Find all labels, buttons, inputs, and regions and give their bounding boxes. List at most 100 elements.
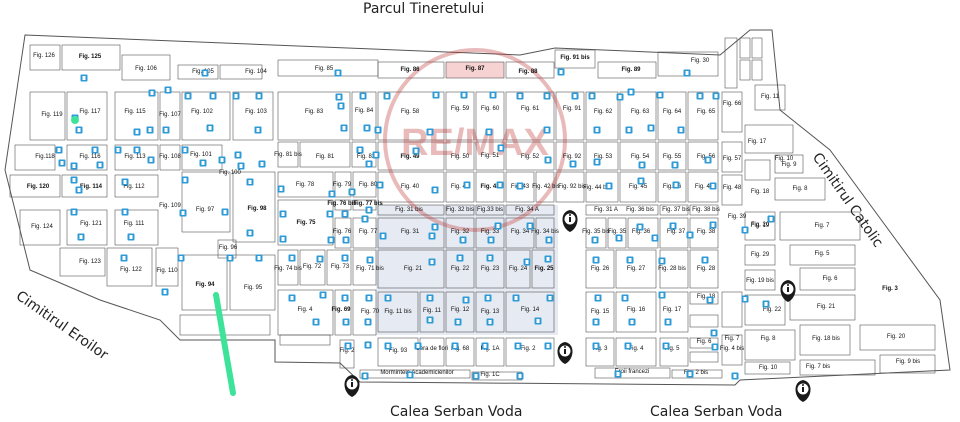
info-pin-icon[interactable] — [795, 380, 811, 402]
grave-marker-icon — [636, 223, 644, 231]
grave-marker-icon — [148, 89, 156, 97]
grave-marker-icon — [592, 256, 600, 264]
grave-marker-icon — [592, 318, 600, 326]
plot-label: Fig. 126 — [33, 53, 55, 59]
plot-label: Fig. 20 — [887, 334, 906, 340]
grave-marker-icon — [365, 206, 373, 214]
plot-label: Fig. 77 bis — [353, 201, 383, 207]
plot-label: Fig. 44 bis — [583, 185, 611, 191]
grave-marker-icon — [486, 318, 494, 326]
grave-marker-icon — [374, 126, 382, 134]
plot-label: Fig. 57 — [723, 156, 742, 162]
plot-label: Fig. 106 — [135, 66, 157, 72]
grave-marker-icon — [361, 215, 369, 223]
grave-marker-icon — [221, 208, 229, 216]
grave-marker-icon — [432, 91, 440, 99]
grave-marker-icon — [255, 92, 263, 100]
grave-marker-icon — [704, 156, 712, 164]
grave-marker-icon — [627, 88, 635, 96]
plot-label: Fig. 89 — [621, 67, 641, 73]
grave-marker-icon — [557, 68, 565, 76]
street-label-south-1: Calea Serban Voda — [390, 404, 523, 420]
grave-marker-icon — [516, 92, 524, 100]
watermark-text: RE/MAX — [401, 122, 549, 164]
grave-marker-icon — [379, 232, 387, 240]
grave-marker-icon — [484, 294, 492, 302]
plot-label: Fig. 16 — [627, 307, 646, 313]
grave-marker-icon — [77, 233, 85, 241]
grave-marker-icon — [181, 176, 189, 184]
grave-marker-icon — [451, 342, 459, 350]
grave-marker-icon — [365, 160, 373, 168]
grave-marker-icon — [359, 92, 367, 100]
grave-marker-icon — [177, 254, 185, 262]
plot-label: Fig. 87 — [465, 66, 485, 72]
grave-marker-icon — [258, 160, 266, 168]
plot-label: Fig. 77 — [359, 229, 378, 235]
grave-marker-icon — [593, 126, 601, 134]
grave-marker-icon — [226, 254, 234, 262]
plot-label: Fig. 73 — [331, 264, 350, 270]
grave-marker-icon — [701, 256, 709, 264]
grave-marker-icon — [133, 128, 141, 136]
grave-marker-icon — [246, 178, 254, 186]
grave-marker-icon — [234, 151, 242, 159]
grave-marker-icon — [616, 93, 624, 101]
plot-label: Fig. 36 bis — [626, 207, 654, 213]
grave-marker-icon — [366, 256, 374, 264]
grave-marker-icon — [161, 288, 169, 296]
plot-label: Fig. 97 — [196, 207, 215, 213]
info-pin-icon[interactable] — [344, 375, 360, 397]
plot-label: Fig. 22 — [763, 307, 782, 313]
plot-label: Fig. 50 — [451, 154, 470, 160]
grave-marker-icon — [426, 294, 434, 302]
grave-marker-icon — [344, 342, 352, 350]
grave-marker-icon — [326, 210, 334, 218]
plot-label: Fig. 88 — [518, 69, 538, 75]
grave-marker-icon — [384, 294, 392, 302]
grave-marker-icon — [741, 226, 749, 234]
grave-marker-icon — [342, 236, 350, 244]
grave-marker-icon — [75, 186, 83, 194]
grave-marker-icon — [625, 126, 633, 134]
grave-marker-icon — [710, 329, 718, 337]
grave-marker-icon — [658, 257, 666, 265]
plot-label: Fig. 2 — [520, 346, 536, 352]
plot-label: Fig. 66 — [723, 101, 742, 107]
plot-label: Fig. 19 bis — [746, 278, 774, 284]
plot-label: Fig. 109 — [159, 203, 181, 209]
street-label-south-2: Calea Serban Voda — [650, 404, 783, 420]
plot-label: Fig. 102 — [191, 109, 213, 115]
plot-label: Fig. 113 — [124, 154, 146, 160]
grave-marker-icon — [546, 294, 554, 302]
plot-label: Fig. 7 — [814, 223, 830, 229]
grave-marker-icon — [626, 256, 634, 264]
plot-label: Fig. 75 — [296, 220, 316, 226]
grave-marker-icon — [316, 255, 324, 263]
grave-marker-icon — [485, 128, 493, 136]
plot-label: Fig. 81 — [316, 154, 335, 160]
plot-label: Fig. 11 — [761, 94, 780, 100]
plot-label: Fig. 20 — [751, 222, 770, 228]
plot-label: Fig. 2 bis — [684, 370, 708, 376]
plot-label: Eroii francezi — [615, 369, 650, 375]
grave-marker-icon — [496, 181, 504, 189]
grave-marker-icon — [534, 317, 542, 325]
grave-marker-icon — [121, 208, 129, 216]
grave-marker-icon — [671, 161, 679, 169]
plot-label: Fig. 5 — [664, 346, 680, 352]
grave-marker-icon — [456, 254, 464, 262]
grave-marker-icon — [459, 236, 467, 244]
grave-marker-icon — [489, 91, 497, 99]
grave-marker-icon — [341, 294, 349, 302]
grave-marker-icon — [372, 151, 380, 159]
grave-marker-icon — [526, 222, 534, 230]
grave-marker-icon — [364, 318, 372, 326]
plot-label: Fig. 4 — [297, 307, 313, 313]
plot-label: Fig. 17 — [663, 307, 682, 313]
grave-marker-icon — [288, 294, 296, 302]
plot-label: Fig. 74 bis — [274, 266, 302, 272]
grave-marker-icon — [712, 92, 720, 100]
grave-marker-icon — [523, 258, 531, 266]
